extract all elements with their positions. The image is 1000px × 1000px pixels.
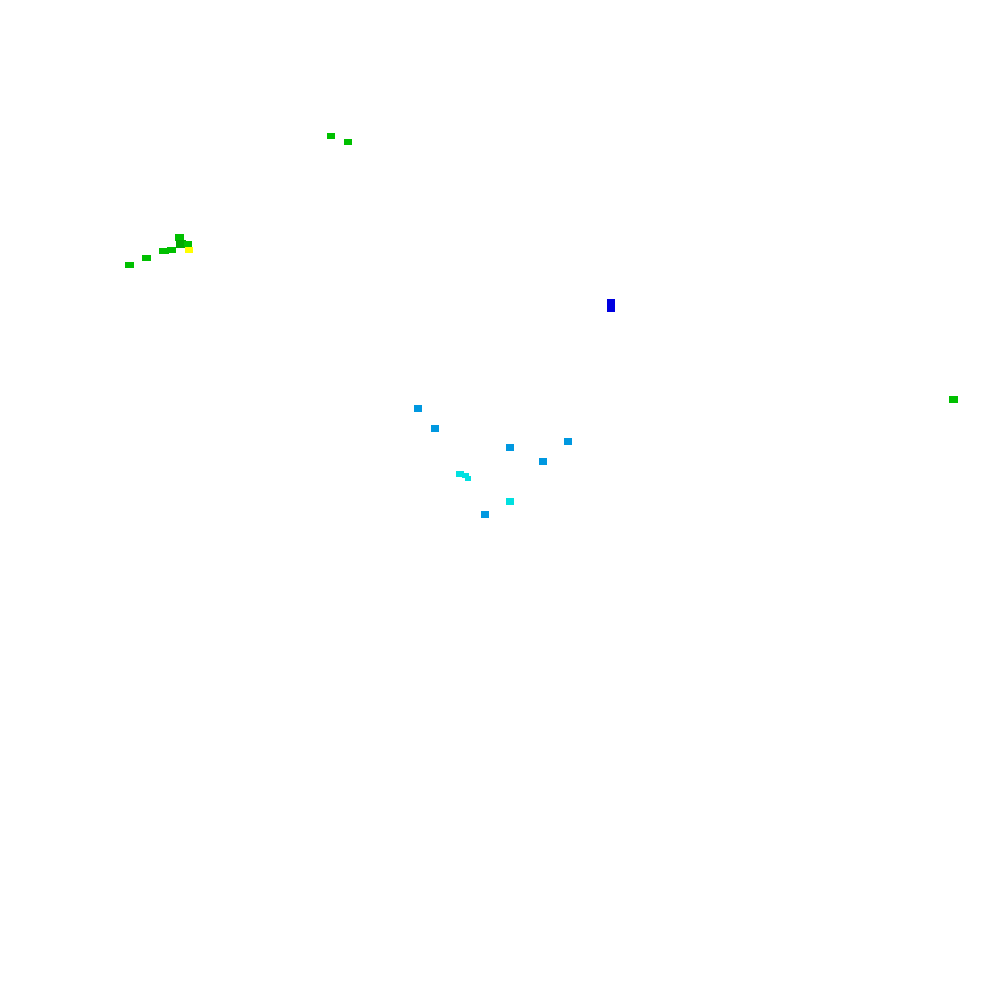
map-marker: [184, 241, 192, 247]
map-marker: [125, 262, 134, 268]
map-marker: [344, 139, 352, 145]
map-marker: [431, 425, 439, 432]
map-marker: [481, 511, 489, 518]
map-marker: [465, 476, 471, 481]
map-marker: [176, 240, 186, 248]
map-marker: [607, 299, 615, 312]
map-marker: [506, 444, 514, 451]
map-marker: [185, 247, 193, 253]
map-marker: [949, 396, 958, 403]
map-marker: [414, 405, 422, 412]
map-marker: [539, 458, 547, 465]
map-marker: [142, 255, 151, 261]
map-marker: [506, 498, 514, 505]
map-marker: [327, 133, 335, 139]
map-marker: [456, 471, 464, 477]
map-marker: [159, 248, 169, 254]
map-marker: [564, 438, 572, 445]
map-marker: [175, 234, 184, 241]
map-marker: [167, 247, 176, 253]
map-marker: [462, 473, 469, 478]
